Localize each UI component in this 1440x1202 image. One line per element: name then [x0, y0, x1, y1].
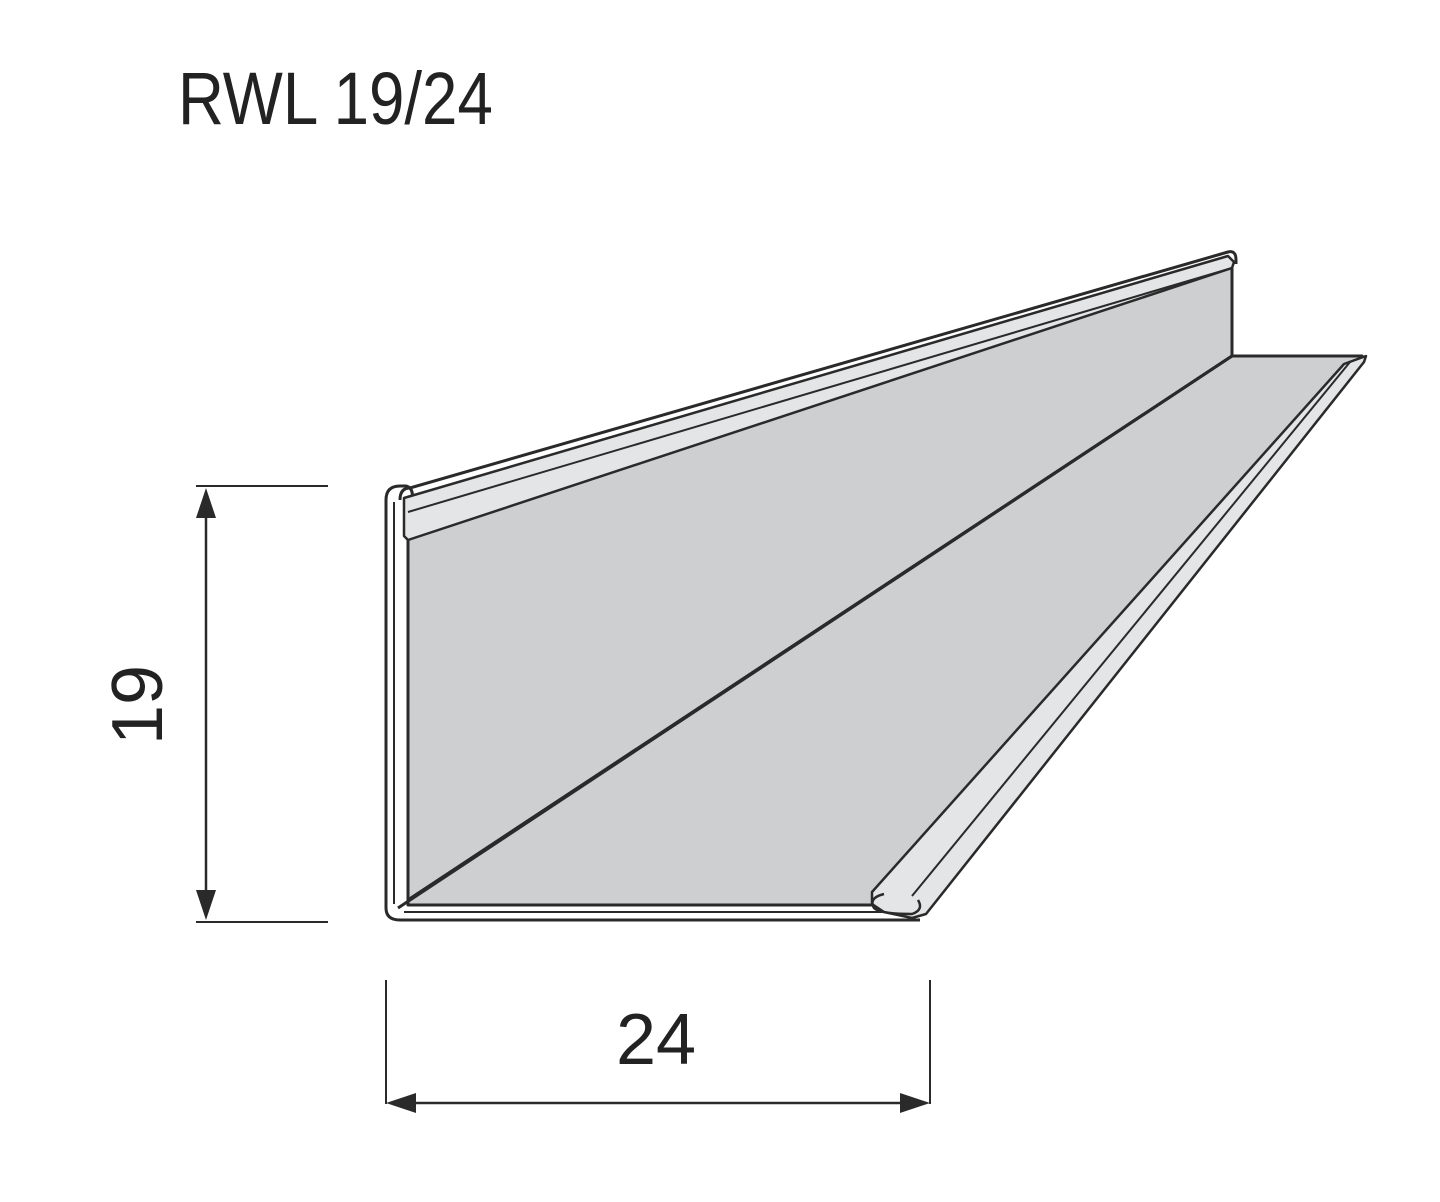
height-label: 19	[98, 665, 178, 745]
height-arrow-top	[196, 488, 216, 518]
width-arrow-left	[386, 1093, 416, 1113]
side-hem	[870, 354, 1368, 920]
width-dimension: 24	[385, 980, 931, 1113]
drawing-title: RWL 19/24	[178, 57, 493, 140]
width-label: 24	[616, 1000, 696, 1080]
side-hem-line	[911, 361, 1351, 897]
bottom-corner	[384, 907, 920, 922]
side-hem-curl	[871, 892, 922, 916]
angle-profile	[384, 250, 1368, 922]
top-hem-line	[407, 267, 1233, 513]
profile-outline-outer	[398, 250, 1238, 501]
height-dimension: 19	[98, 485, 328, 923]
inner-fold-line	[397, 354, 1233, 910]
height-arrow-bottom	[196, 890, 216, 920]
width-arrow-right	[900, 1093, 930, 1113]
